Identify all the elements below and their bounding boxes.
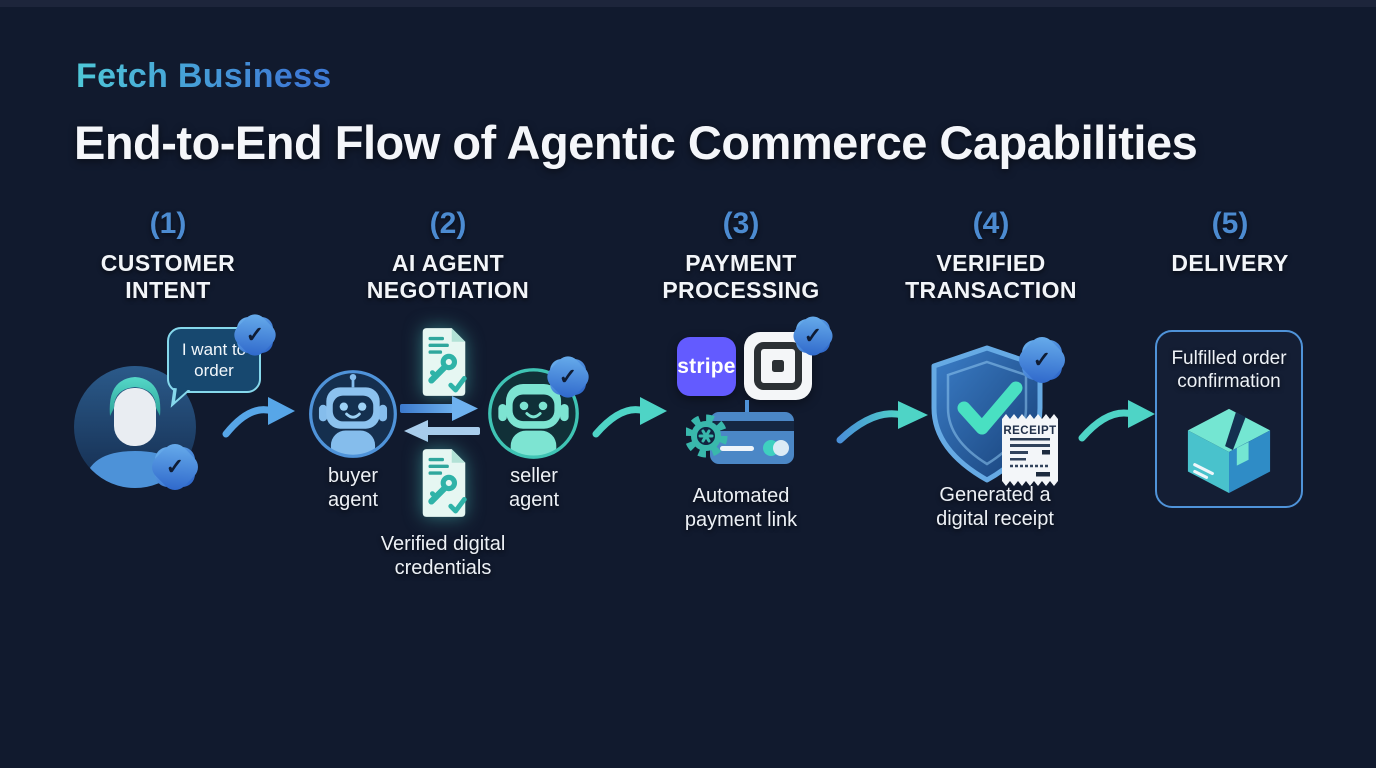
step4-title: VERIFIED TRANSACTION — [891, 250, 1091, 304]
receipt-icon: RECEIPT — [1002, 414, 1058, 486]
page-title: End-to-End Flow of Agentic Commerce Capa… — [74, 116, 1198, 169]
buyer-agent-label: buyer agent — [327, 465, 379, 511]
check-icon: ✓ — [558, 364, 578, 389]
verified-badge-icon: ✓ — [788, 311, 838, 361]
step4-title-line1: VERIFIED — [936, 250, 1046, 276]
step5-title-line1: DELIVERY — [1171, 250, 1289, 276]
top-edge-strip — [0, 0, 1376, 7]
verified-badge-icon: ✓ — [229, 309, 281, 361]
step5-number: (5) — [1211, 207, 1249, 240]
square-logo-dot — [772, 360, 784, 372]
negotiation-arrows-icon — [400, 396, 480, 442]
stripe-logo: stripe — [677, 337, 736, 396]
check-icon: ✓ — [1032, 347, 1052, 372]
square-logo-glyph — [754, 342, 802, 390]
step3-title-line1: PAYMENT — [685, 250, 797, 276]
check-icon: ✓ — [245, 322, 265, 347]
step2-title-line2: NEGOTIATION — [366, 277, 530, 303]
step2-number: (2) — [429, 207, 467, 240]
credential-document-icon — [422, 328, 467, 396]
flow-arrow-3-icon — [836, 401, 928, 444]
delivery-confirmation-card: Fulfilled order confirmation — [1155, 330, 1303, 508]
payment-card-gear-icon — [686, 412, 794, 464]
step1-title-line1: CUSTOMER — [100, 250, 236, 276]
step3-title: PAYMENT PROCESSING — [641, 250, 841, 304]
credentials-label: Verified digital credentials — [380, 533, 506, 579]
seller-agent-label: seller agent — [508, 465, 560, 511]
step4-header: (4) VERIFIED TRANSACTION — [891, 207, 1091, 304]
flow-arrow-1-icon — [222, 397, 295, 438]
verified-badge-icon: ✓ — [146, 438, 204, 496]
payment-link-label: Automated payment link — [684, 485, 798, 531]
receipt-label: Generated a digital receipt — [936, 484, 1054, 530]
buyer-agent-robot-icon — [309, 370, 397, 458]
brand-wordmark: Fetch Business — [76, 57, 332, 95]
step4-title-line2: TRANSACTION — [905, 277, 1077, 303]
flow-arrow-4-icon — [1078, 400, 1155, 442]
speech-bubble-text: I want to order — [181, 340, 247, 380]
delivery-label: Fulfilled order confirmation — [1171, 348, 1287, 392]
receipt-header-text: RECEIPT — [1003, 425, 1056, 437]
check-icon: ✓ — [165, 454, 185, 479]
step5-title: DELIVERY — [1130, 250, 1330, 277]
check-icon: ✓ — [803, 323, 823, 348]
step1-title: CUSTOMER INTENT — [68, 250, 268, 304]
stripe-wordmark: stripe — [677, 354, 736, 378]
flow-arrow-2-icon — [592, 397, 667, 438]
step4-number: (4) — [972, 207, 1010, 240]
credential-document-icon — [422, 449, 467, 517]
step1-number: (1) — [149, 207, 187, 240]
seller-agent-robot-icon — [488, 368, 579, 459]
verified-badge-icon: ✓ — [1013, 331, 1071, 389]
step3-number: (3) — [722, 207, 760, 240]
step1-header: (1) CUSTOMER INTENT — [68, 207, 268, 304]
step5-header: (5) DELIVERY — [1130, 207, 1330, 277]
package-box-icon — [1187, 408, 1271, 494]
step3-title-line2: PROCESSING — [662, 277, 820, 303]
verified-badge-icon: ✓ — [542, 351, 594, 403]
step2-header: (2) AI AGENT NEGOTIATION — [348, 207, 548, 304]
step2-title-line1: AI AGENT — [391, 250, 505, 276]
step1-title-line2: INTENT — [125, 277, 211, 303]
step2-title: AI AGENT NEGOTIATION — [348, 250, 548, 304]
step3-header: (3) PAYMENT PROCESSING — [641, 207, 841, 304]
